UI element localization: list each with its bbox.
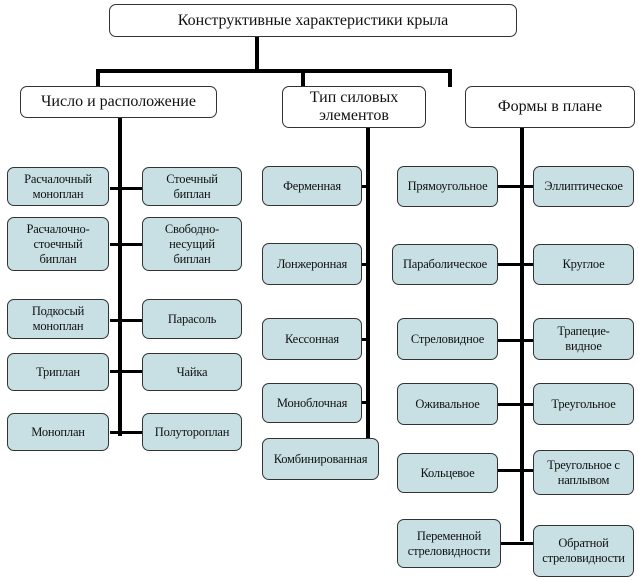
structural-type-item: Ферменная <box>262 166 362 206</box>
item-label: Подкосый моноплан <box>31 304 85 333</box>
connector-cat2-drop <box>301 69 305 87</box>
category-layout: Число и расположение <box>20 86 217 118</box>
item-label: Оживальное <box>415 396 480 411</box>
connector-root-stem <box>255 37 259 71</box>
planform-item: Трапецие- видное <box>533 318 634 360</box>
planform-item: Обратной стреловидности <box>533 525 634 577</box>
root-node: Конструктивные характеристики крыла <box>109 4 517 37</box>
wing-layout-item: Моноплан <box>7 413 109 451</box>
item-label: Расчалочно- стоечный биплан <box>26 221 90 266</box>
connector-cat1-drop <box>96 69 100 87</box>
item-label: Кольцевое <box>420 465 475 480</box>
item-label: Стреловидное <box>410 331 485 346</box>
branch <box>110 370 142 373</box>
branch <box>362 338 368 341</box>
item-label: Расчалочный моноплан <box>24 171 92 201</box>
branch <box>498 185 534 188</box>
planform-item: Кольцевое <box>397 453 498 493</box>
planform-item: Стреловидное <box>397 318 498 360</box>
wing-layout-item: Свободно- несущий биплан <box>142 217 242 271</box>
item-label: Кессонная <box>285 331 339 346</box>
root-title: Конструктивные характеристики крыла <box>177 11 449 29</box>
branch <box>362 401 368 404</box>
branch <box>498 339 534 342</box>
wing-layout-item: Расчалочный моноплан <box>7 167 109 206</box>
structural-type-item: Лонжеронная <box>262 243 362 285</box>
branch <box>498 542 534 545</box>
category-label: Число и расположение <box>41 93 196 111</box>
item-label: Лонжеронная <box>276 256 348 271</box>
planform-item: Оживальное <box>397 383 498 425</box>
item-label: Свободно- несущий биплан <box>164 221 220 266</box>
branch <box>110 319 142 322</box>
item-label: Полутороплан <box>154 424 230 439</box>
item-label: Чайка <box>176 364 208 379</box>
item-label: Параболическое <box>402 257 488 271</box>
category-label: Тип силовых элементов <box>309 88 399 124</box>
item-label: Парасоль <box>167 311 217 326</box>
planform-item: Параболическое <box>392 244 498 285</box>
item-label: Стоечный биплан <box>166 171 218 201</box>
connector-cat3-spine <box>520 118 524 541</box>
item-label: Переменной стреловидности <box>407 528 491 558</box>
branch <box>498 263 534 266</box>
branch <box>110 187 142 190</box>
planform-item: Переменной стреловидности <box>397 519 501 568</box>
connector-top-bus <box>96 69 452 73</box>
wing-layout-item: Чайка <box>142 353 242 391</box>
item-label: Трапецие- видное <box>557 324 610 353</box>
category-label: Формы в плане <box>497 98 603 116</box>
branch <box>498 469 534 472</box>
item-label: Прямоугольное <box>407 179 488 193</box>
wing-layout-item: Триплан <box>7 353 109 391</box>
item-label: Круглое <box>562 257 605 271</box>
item-label: Моноблочная <box>276 395 348 410</box>
category-structural: Тип силовых элементов <box>282 86 426 128</box>
planform-item: Эллиптическое <box>533 166 634 207</box>
wing-layout-item: Парасоль <box>142 299 242 339</box>
item-label: Моноплан <box>31 424 85 439</box>
item-label: Обратной стреловидности <box>542 536 625 565</box>
wing-layout-item: Полутороплан <box>142 413 242 451</box>
structural-type-item: Моноблочная <box>262 383 362 423</box>
wing-layout-item: Стоечный биплан <box>142 167 242 206</box>
connector-cat1-spine <box>118 118 122 436</box>
planform-item: Круглое <box>533 244 634 285</box>
wing-layout-item: Расчалочно- стоечный биплан <box>7 217 109 271</box>
item-label: Триплан <box>36 364 80 379</box>
structural-type-item: Кессонная <box>262 318 362 360</box>
branch <box>362 185 368 188</box>
planform-item: Треугольное с наплывом <box>533 450 634 495</box>
planform-item: Прямоугольное <box>397 166 498 207</box>
structural-type-item: Комбинированная <box>262 438 379 480</box>
branch <box>110 243 142 246</box>
planform-item: Треугольное <box>533 383 634 425</box>
item-label: Комбинированная <box>273 451 368 466</box>
item-label: Треугольное <box>551 396 616 411</box>
branch <box>498 403 534 406</box>
item-label: Треугольное с наплывом <box>547 457 620 487</box>
category-planform: Формы в плане <box>465 86 635 128</box>
connector-cat2-spine <box>366 128 370 438</box>
wing-layout-item: Подкосый моноплан <box>7 299 109 339</box>
branch <box>362 263 368 266</box>
connector-cat3-drop <box>448 69 452 87</box>
item-label: Ферменная <box>283 178 341 193</box>
branch <box>110 431 142 434</box>
item-label: Эллиптическое <box>544 179 623 193</box>
